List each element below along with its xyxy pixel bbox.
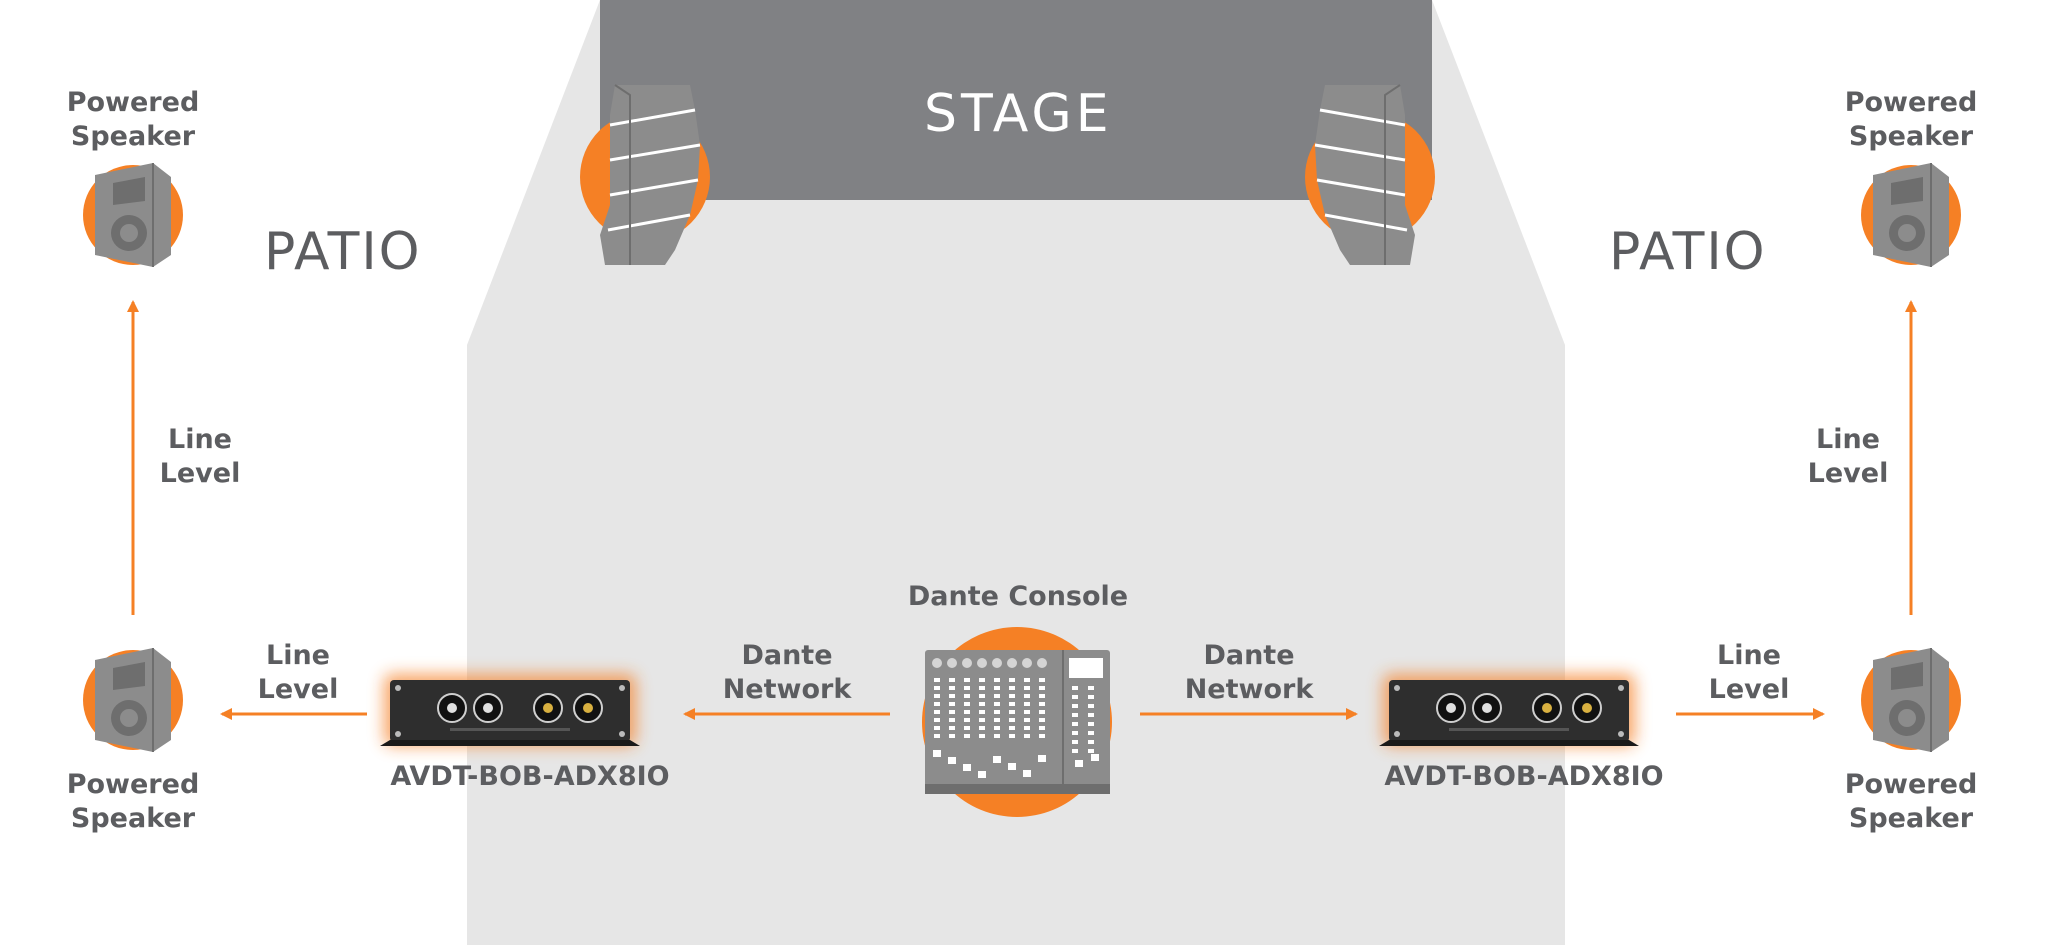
mixing-console-icon — [922, 627, 1112, 817]
stage-title: STAGE — [924, 84, 1113, 144]
powered-speaker-icon — [83, 163, 183, 267]
breakout-box-icon — [1379, 674, 1639, 746]
venue-floor — [467, 0, 1565, 945]
patio-label-left: PATIO — [264, 222, 422, 282]
dante-console-label: Dante Console — [907, 581, 1129, 612]
powered-speaker-icon — [1861, 163, 1961, 267]
line-array-icon — [1305, 84, 1435, 265]
line-array-icon — [580, 84, 710, 265]
device-label-right: AVDT-BOB-ADX8IO — [1384, 761, 1664, 792]
breakout-box-icon — [380, 674, 640, 746]
powered-speaker-icon — [1861, 648, 1961, 752]
stage-area — [600, 0, 1432, 200]
device-label-left: AVDT-BOB-ADX8IO — [390, 761, 670, 792]
patio-label-right: PATIO — [1609, 222, 1767, 282]
powered-speaker-icon — [83, 648, 183, 752]
